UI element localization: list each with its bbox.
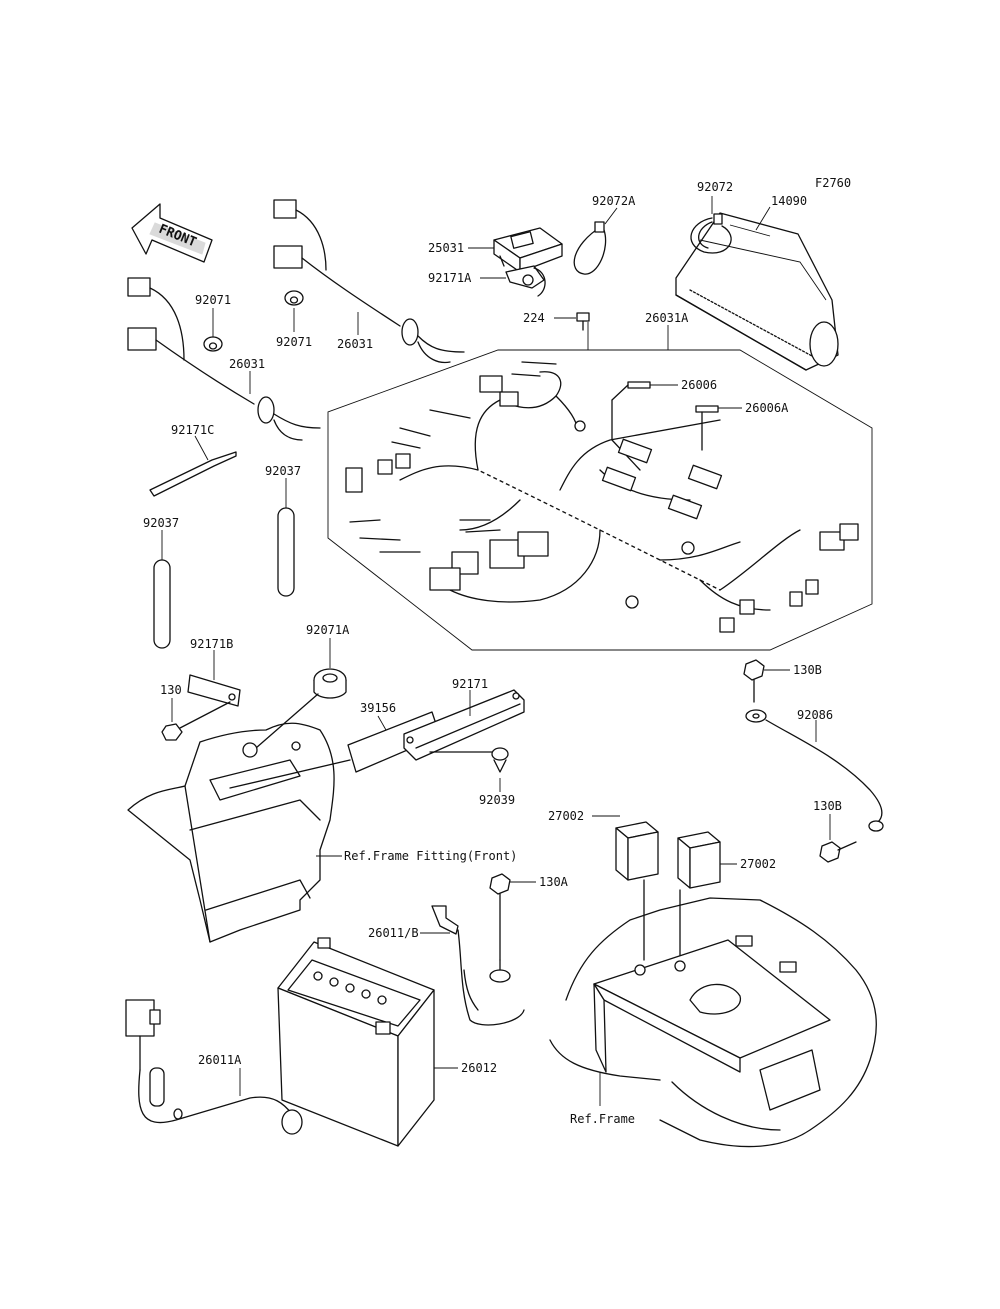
fuse-26006A <box>667 405 723 520</box>
callout-27002-right: 27002 <box>740 857 776 871</box>
ref-frame-fitting-front: Ref.Frame Fitting(Front) <box>344 849 517 863</box>
fuse-26006 <box>601 381 653 492</box>
callout-130: 130 <box>160 683 182 697</box>
sub-harness-26031-left <box>127 277 321 441</box>
diagram-id: F2760 <box>815 176 851 190</box>
sub-harness-26031-upper <box>273 199 465 364</box>
callout-26006: 26006 <box>681 378 717 392</box>
pad-92037-left <box>153 559 171 649</box>
callout-26031A: 26031A <box>645 311 689 325</box>
frame-lower-right <box>549 897 877 1148</box>
callout-92071-left: 92071 <box>195 293 231 307</box>
main-harness-outline <box>327 349 873 651</box>
clamp-92072 <box>690 213 732 254</box>
front-arrow-icon: FRONT <box>131 203 213 263</box>
cover-14090 <box>675 212 839 371</box>
grommet-92071-left <box>203 336 223 352</box>
callout-92071A: 92071A <box>306 623 350 637</box>
callout-130B-bottom: 130B <box>813 799 842 813</box>
cable-26011A <box>125 999 303 1135</box>
clip-92039 <box>429 747 509 773</box>
callout-92039: 92039 <box>479 793 515 807</box>
callout-25031: 25031 <box>428 241 464 255</box>
bolt-130 <box>161 701 231 741</box>
callout-39156: 39156 <box>360 701 396 715</box>
callout-92037-left: 92037 <box>143 516 179 530</box>
callout-14090: 14090 <box>771 194 807 208</box>
grommet-92071A <box>255 668 347 749</box>
callout-26031-left: 26031 <box>229 357 265 371</box>
callout-92171B: 92171B <box>190 637 233 651</box>
grommet-92071-upper <box>284 290 304 306</box>
callout-92072A: 92072A <box>592 194 636 208</box>
strap-92171C <box>149 451 237 497</box>
band-92072A <box>573 221 607 275</box>
bracket-92171 <box>403 689 525 761</box>
ref-frame: Ref.Frame <box>570 1112 635 1126</box>
screw-224 <box>576 312 590 331</box>
callout-130A: 130A <box>539 875 569 889</box>
bolt-130B-bottom <box>819 841 857 863</box>
callout-92171A: 92171A <box>428 271 472 285</box>
cable-92086 <box>745 709 884 832</box>
cable-26011B <box>431 905 525 1026</box>
relay-27002-left <box>615 821 659 961</box>
callout-92037-right: 92037 <box>265 464 301 478</box>
callout-26006A: 26006A <box>745 401 789 415</box>
callout-26012: 26012 <box>461 1061 497 1075</box>
relay-27002-right <box>677 831 721 961</box>
callout-27002-left: 27002 <box>548 809 584 823</box>
callout-130B-top: 130B <box>793 663 822 677</box>
frame-fitting-front <box>127 722 335 943</box>
relay-25031 <box>493 227 563 273</box>
main-harness-26031A <box>345 361 859 633</box>
plate-92171B <box>187 674 241 707</box>
callout-92171C: 92171C <box>171 423 214 437</box>
battery-26012 <box>277 937 435 1147</box>
callout-26011A: 26011A <box>198 1053 242 1067</box>
bracket-92171A <box>505 265 546 297</box>
callout-26031-upper: 26031 <box>337 337 373 351</box>
callout-224: 224 <box>523 311 545 325</box>
callout-26011B: 26011/B <box>368 926 419 940</box>
callout-92086: 92086 <box>797 708 833 722</box>
callout-92071-upper: 92071 <box>276 335 312 349</box>
callout-92072: 92072 <box>697 180 733 194</box>
bolt-130A <box>489 873 511 961</box>
callout-92171: 92171 <box>452 677 488 691</box>
bolt-130B-top <box>743 659 765 703</box>
pad-92037-right <box>277 507 295 597</box>
